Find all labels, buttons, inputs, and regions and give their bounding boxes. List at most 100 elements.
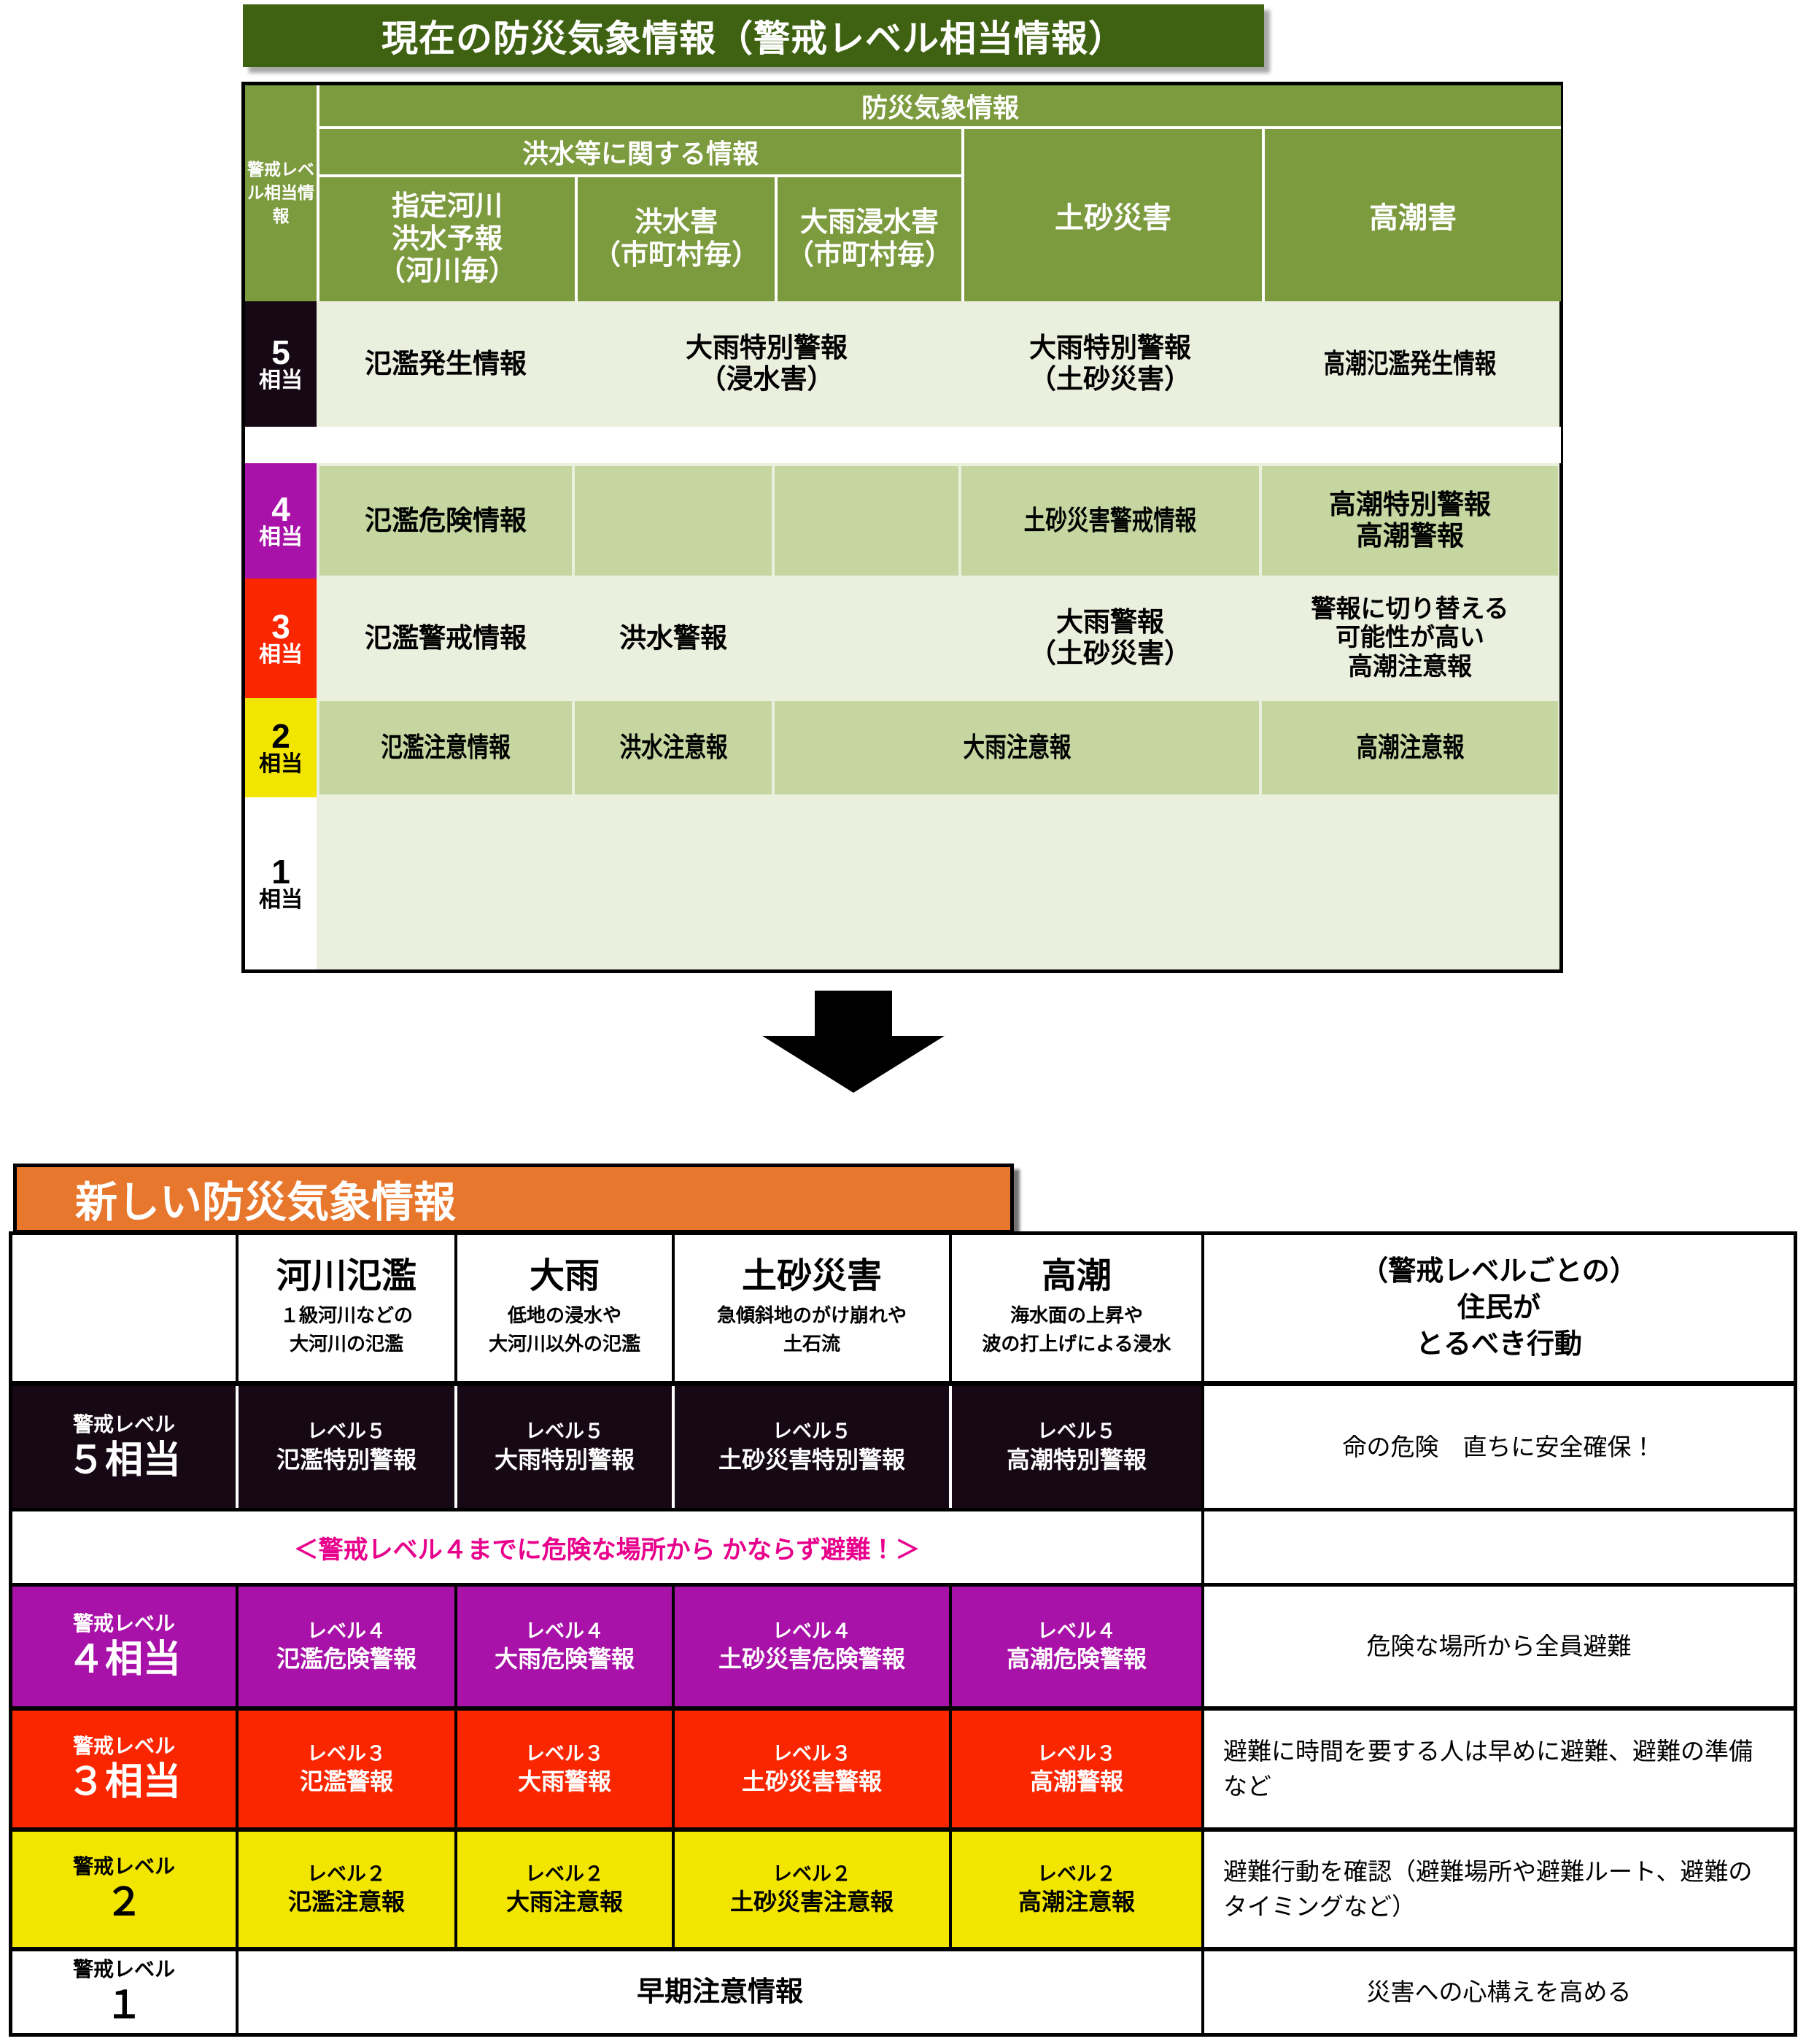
- bottom-row-level5-rain-bottom: 大雨特別警報: [494, 1446, 635, 1473]
- bottom-row-level3-sediment-bottom: 土砂災害警報: [741, 1768, 882, 1795]
- bottom-row-level3-rain-bottom: 大雨警報: [517, 1768, 611, 1795]
- top-row-level3-badge: 3 相当: [245, 578, 317, 698]
- bottom-notice-text: ＜警戒レベル４までに危険な場所から かならず避難！＞: [293, 1536, 921, 1564]
- top-row-level4-sub: 相当: [259, 524, 303, 549]
- bottom-row-level5-label: 警戒レベル: [72, 1412, 175, 1436]
- bottom-header-col-river-sub1: １級河川などの: [279, 1304, 413, 1327]
- bottom-row-level2-sediment: レベル２ 土砂災害注意報: [672, 1832, 949, 1947]
- top-row-level5-sediment-line2: （土砂災害）: [1029, 364, 1191, 394]
- top-row-level3-sediment: 大雨警報 （土砂災害）: [961, 581, 1259, 695]
- bottom-row-level2-surge: レベル２ 高潮注意報: [949, 1832, 1201, 1947]
- bottom-row-level3-action: 避難に時間を要する人は早めに避難、避難の準備など: [1201, 1711, 1794, 1827]
- top-row-level3-surge-line3: 高潮注意報: [1348, 652, 1472, 681]
- bottom-row-level5-action-text: 命の危険 直ちに安全確保！: [1342, 1433, 1656, 1460]
- bottom-row-level4-surge-top: レベル４: [1037, 1619, 1116, 1642]
- top-row-level3-surge-line1: 警報に切り替える: [1311, 595, 1509, 623]
- top-row-level2-sub: 相当: [259, 751, 303, 776]
- bottom-header-col-surge-main: 高潮: [1041, 1256, 1112, 1296]
- top-row-level1-badge: 1 相当: [245, 797, 317, 969]
- top-header-col-sediment: 土砂災害: [961, 129, 1262, 301]
- top-header-col-river: 指定河川 洪水予報 （河川毎）: [317, 177, 575, 301]
- top-row-level2-flood-label: 洪水注意報: [619, 732, 727, 762]
- bottom-row-level5-rain: レベル５ 大雨特別警報: [454, 1386, 672, 1508]
- top-row-level5-sediment-line1: 大雨特別警報: [1029, 333, 1191, 363]
- flow-arrow-down: [762, 991, 945, 1093]
- bottom-row-level5-surge-top: レベル５: [1037, 1420, 1116, 1443]
- bottom-row-level2-river: レベル２ 氾濫注意報: [236, 1832, 454, 1947]
- bottom-row-level2-badge: 警戒レベル ２: [12, 1832, 236, 1947]
- top-row-level3-number: 3: [271, 607, 290, 646]
- bottom-header-col-rain-sub1: 低地の浸水や: [507, 1304, 621, 1327]
- bottom-row-level2-sediment-top: レベル２: [772, 1862, 851, 1885]
- bottom-row-level4-rain: レベル４ 大雨危険警報: [454, 1587, 672, 1706]
- top-row-level5-surge-label: 高潮氾濫発生情報: [1323, 348, 1497, 379]
- bottom-row-level2-label: 警戒レベル: [72, 1855, 175, 1878]
- bottom-header-col-rain-main: 大雨: [529, 1256, 600, 1296]
- bottom-header-action-line1: （警戒レベルごとの）: [1360, 1255, 1638, 1287]
- top-header-col-river-line3: （河川毎）: [377, 256, 516, 287]
- bottom-header-action-line3: とるべき行動: [1415, 1329, 1582, 1360]
- bottom-header-col-surge-sub1: 海水面の上昇や: [1009, 1304, 1143, 1327]
- bottom-row-level5-badge: 警戒レベル ５相当: [12, 1386, 236, 1508]
- bottom-notice-bottom-divider: [12, 1583, 1794, 1587]
- bottom-row-level2-action-text: 避難行動を確認（避難場所や避難ルート、避難のタイミングなど）: [1223, 1858, 1753, 1920]
- bottom-header-col-rain: 大雨 低地の浸水や 大河川以外の氾濫: [454, 1235, 672, 1381]
- top-row-level4-number: 4: [271, 489, 290, 528]
- bottom-header-col-river: 河川氾濫 １級河川などの 大河川の氾濫: [236, 1235, 454, 1381]
- bottom-header-blank: [12, 1235, 236, 1381]
- bottom-header-col-rain-sub2: 大河川以外の氾濫: [488, 1333, 640, 1355]
- bottom-row-level4-label: 警戒レベル: [72, 1612, 175, 1635]
- top-row-level5-river: 氾濫発生情報: [319, 304, 572, 424]
- bottom-row-level1-label: 警戒レベル: [72, 1958, 175, 1981]
- bottom-header-col-sediment-main: 土砂災害: [741, 1256, 882, 1296]
- bottom-header-col-sediment-sub1: 急傾斜地のがけ崩れや: [716, 1304, 907, 1327]
- bottom-row-level2-sediment-bottom: 土砂災害注意報: [729, 1889, 894, 1916]
- bottom-row-level4-action: 危険な場所から全員避難: [1201, 1587, 1794, 1706]
- bottom-row-level3-action-text: 避難に時間を要する人は早めに避難、避難の準備など: [1223, 1738, 1753, 1800]
- top-row-level3-surge-line2: 可能性が高い: [1336, 624, 1484, 652]
- bottom-header-col-river-sub2: 大河川の氾濫: [289, 1333, 403, 1355]
- top-row-level2-river: 氾濫注意情報: [319, 701, 572, 794]
- bottom-row-level3-sediment-top: レベル３: [772, 1742, 851, 1765]
- bottom-row-level3-surge: レベル３ 高潮警報: [949, 1711, 1201, 1827]
- bottom-row-level5-rain-top: レベル５: [525, 1420, 604, 1443]
- top-row-level3-sediment-line2: （土砂災害）: [1029, 638, 1191, 668]
- bottom-row-level3-river-bottom: 氾濫警報: [299, 1768, 393, 1795]
- bottom-row-level3-rain-top: レベル３: [525, 1742, 604, 1765]
- bottom-row-level1-value: １: [104, 1984, 143, 2027]
- bottom-header-col-action: （警戒レベルごとの） 住民が とるべき行動: [1201, 1235, 1794, 1381]
- top-row-level3-surge: 警報に切り替える 可能性が高い 高潮注意報: [1262, 581, 1558, 695]
- bottom-row-level5-river-bottom: 氾濫特別警報: [276, 1446, 416, 1473]
- bottom-row-level2-rain: レベル２ 大雨注意報: [454, 1832, 672, 1947]
- bottom-row-level1-action: 災害への心構えを高める: [1201, 1951, 1794, 2033]
- top-row-gap: [245, 427, 1561, 463]
- top-row-level2-river-label: 氾濫注意情報: [381, 732, 511, 762]
- top-header-col-inundation: 大雨浸水害 （市町村毎）: [775, 177, 961, 301]
- top-header-col-inundation-line1: 大雨浸水害: [799, 207, 939, 239]
- bottom-row-level3-label: 警戒レベル: [72, 1735, 175, 1757]
- bottom-row-level2-surge-bottom: 高潮注意報: [1018, 1889, 1135, 1916]
- top-row-level5-flood: 大雨特別警報 （浸水害）: [575, 304, 958, 424]
- bottom-row-level3-river: レベル３ 氾濫警報: [236, 1711, 454, 1827]
- top-row-level5-badge: 5 相当: [245, 301, 317, 427]
- new-info-title: 新しい防災気象情報: [13, 1164, 1014, 1234]
- bottom-row-level4-river-bottom: 氾濫危険警報: [276, 1646, 416, 1673]
- top-header-group-flood: 洪水等に関する情報: [317, 129, 961, 177]
- top-row-level5-surge: 高潮氾濫発生情報: [1262, 304, 1558, 424]
- bottom-row-level4-river-top: レベル４: [307, 1619, 386, 1642]
- bottom-row-level4-surge: レベル４ 高潮危険警報: [949, 1587, 1201, 1706]
- bottom-row-level3-river-top: レベル３: [307, 1742, 386, 1765]
- bottom-divider-3-2: [12, 1827, 1794, 1832]
- bottom-header-divider: [12, 1381, 1794, 1386]
- bottom-row-level5-sediment: レベル５ 土砂災害特別警報: [672, 1386, 949, 1508]
- bottom-row-level2-rain-top: レベル２: [525, 1862, 604, 1885]
- top-row-level5-sediment: 大雨特別警報 （土砂災害）: [961, 304, 1259, 424]
- bottom-row-level2-river-top: レベル２: [307, 1862, 386, 1885]
- top-header-col-river-line1: 指定河川: [391, 190, 503, 222]
- bottom-row-level4-badge: 警戒レベル ４相当: [12, 1587, 236, 1706]
- bottom-row-level5-river: レベル５ 氾濫特別警報: [236, 1386, 454, 1508]
- bottom-row-level1-merged: 早期注意情報: [236, 1951, 1201, 2033]
- bottom-row-level1-badge: 警戒レベル １: [12, 1951, 236, 2033]
- bottom-row-level4-river: レベル４ 氾濫危険警報: [236, 1587, 454, 1706]
- bottom-row-level2-rain-bottom: 大雨注意報: [505, 1889, 623, 1916]
